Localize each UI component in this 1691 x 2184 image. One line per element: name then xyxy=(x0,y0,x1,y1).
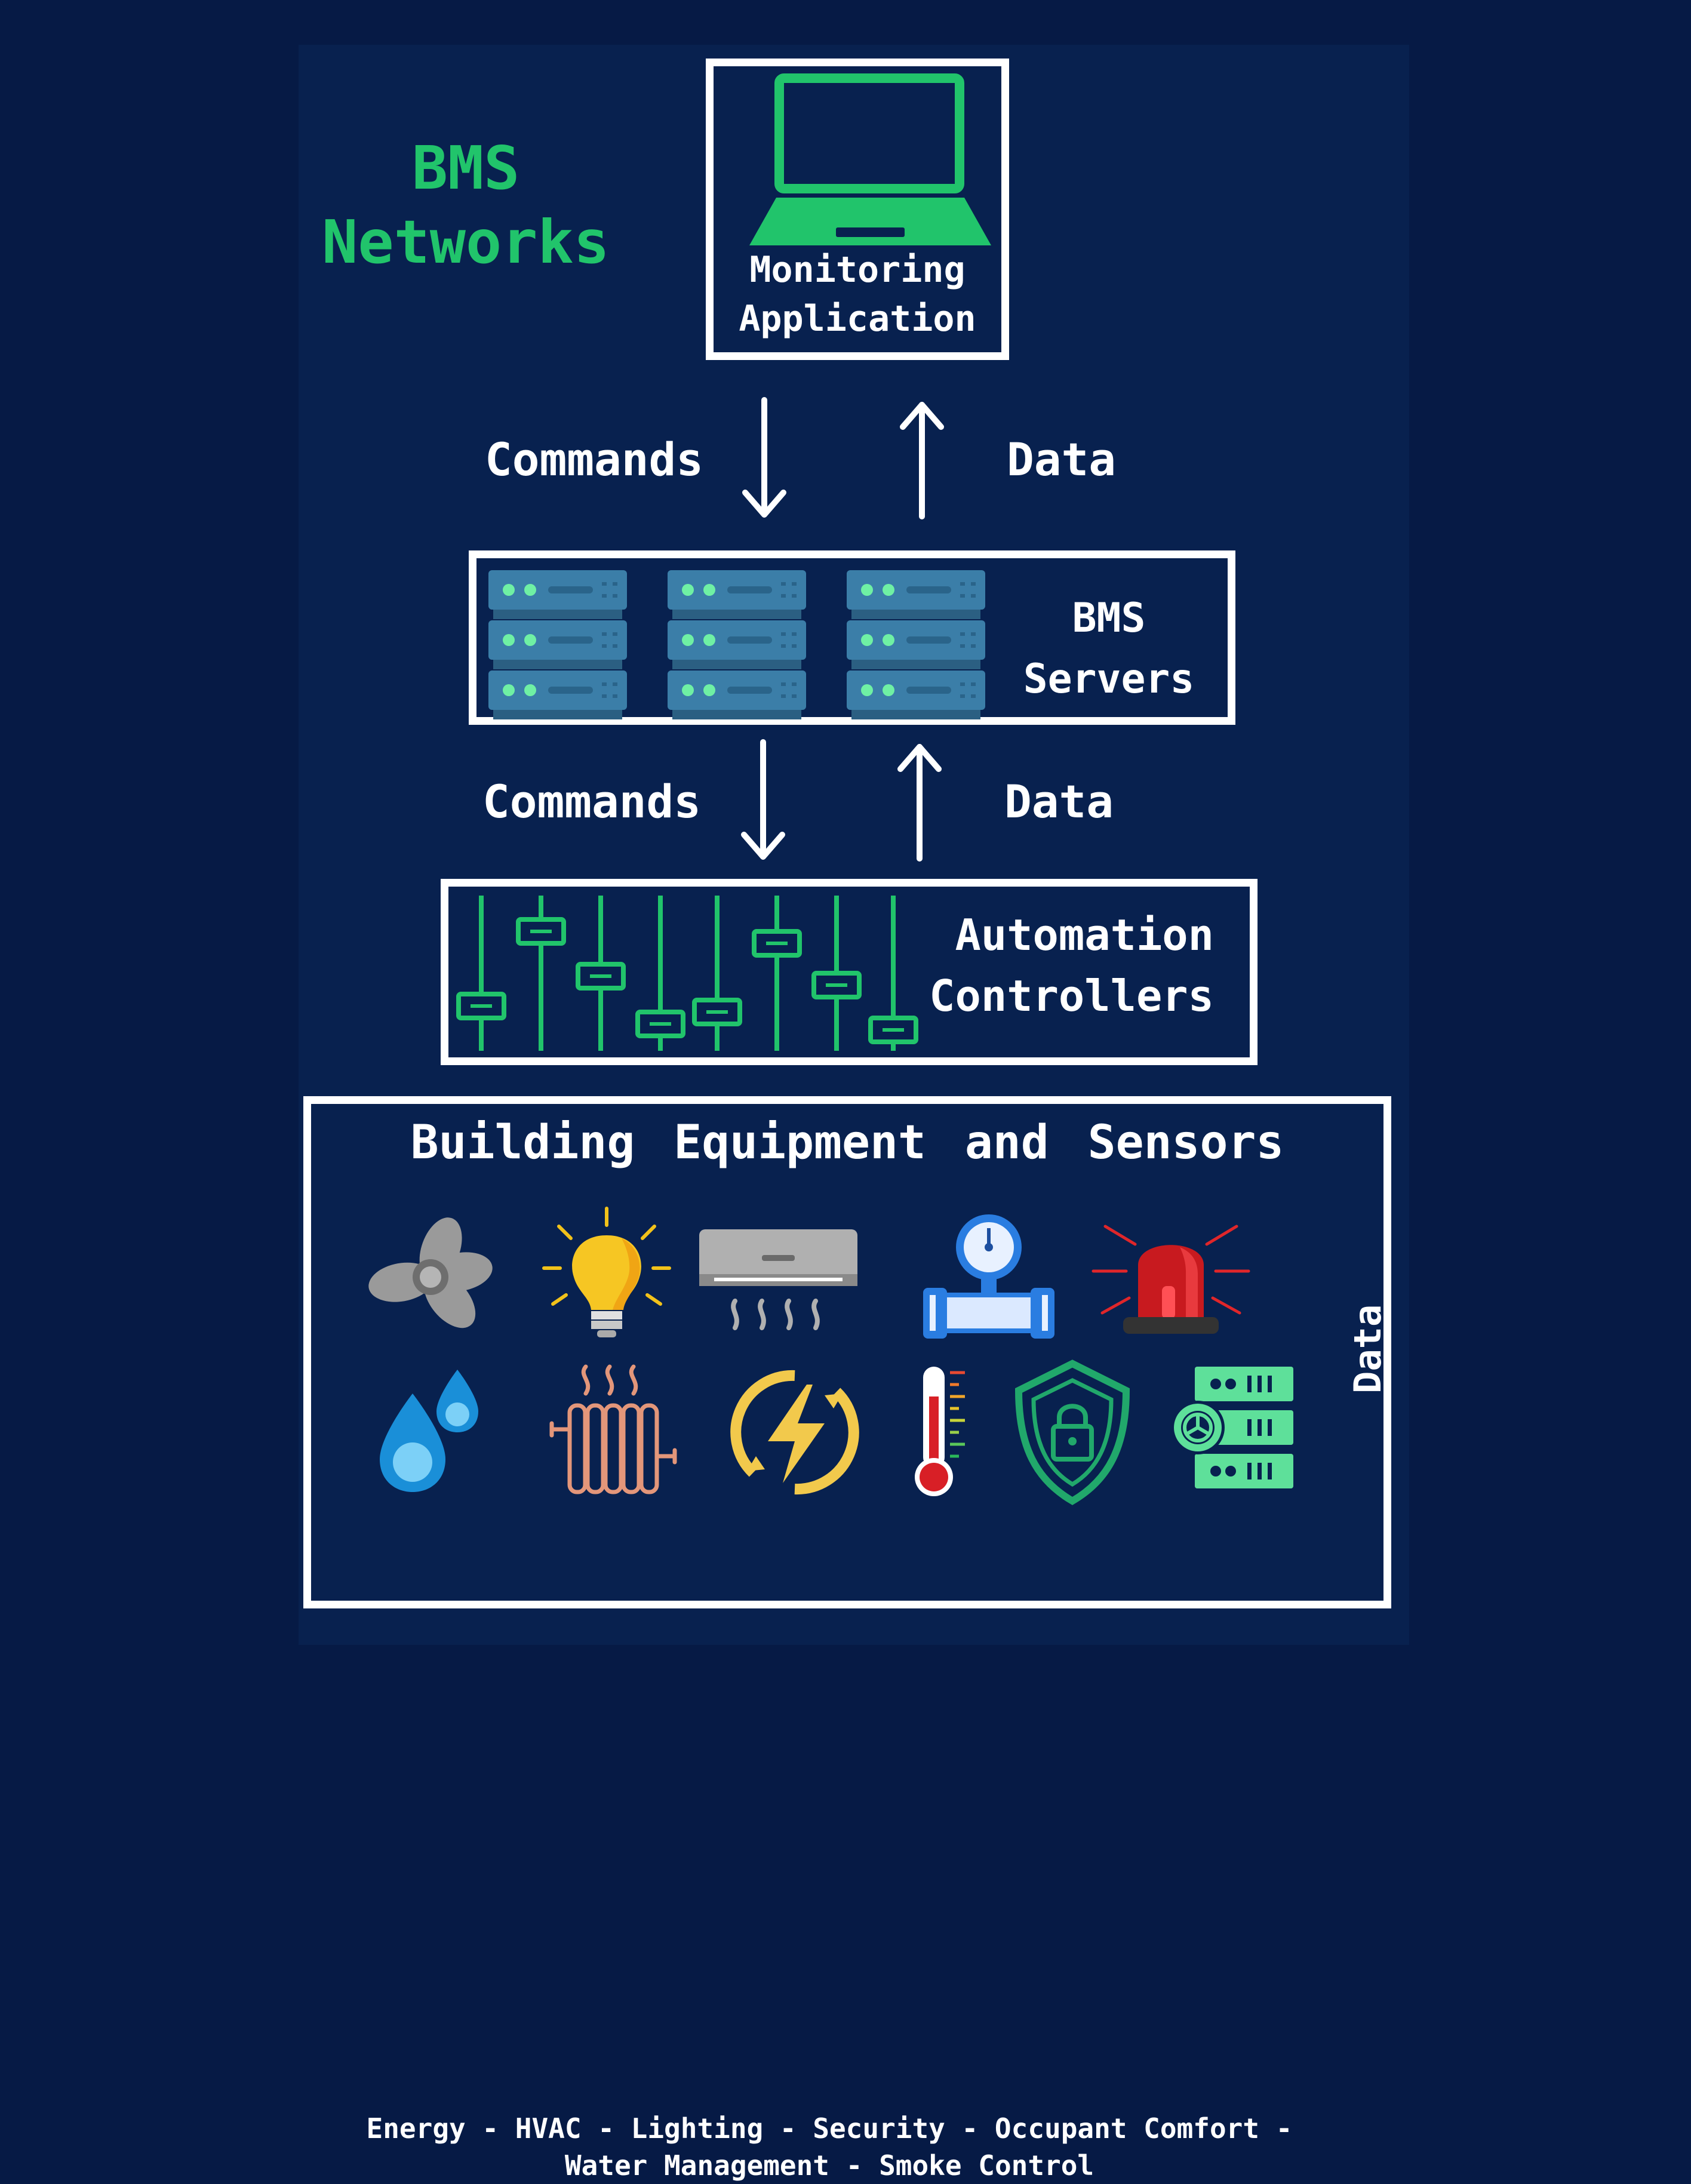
slider-fader xyxy=(868,896,918,1051)
data-label-top: Data xyxy=(1007,433,1117,486)
monitoring-application-label: Monitoring Application xyxy=(714,245,1001,343)
data-up-arrow-top xyxy=(900,402,944,519)
commands-down-arrow-mid xyxy=(741,739,785,860)
bms-servers-label: BMS Servers xyxy=(990,588,1228,710)
server-unit xyxy=(488,570,627,619)
commands-label-mid: Commands xyxy=(482,775,702,828)
server-unit xyxy=(668,620,806,669)
equipment-data-label: Data xyxy=(1346,1304,1389,1394)
automation-controllers-box: Automation Controllers xyxy=(441,879,1258,1065)
server-control-icon xyxy=(1171,1367,1293,1488)
equipment-categories: Energy - HVAC - Lighting - Security - Oc… xyxy=(311,2110,1348,2184)
server-unit xyxy=(847,670,985,719)
diagram-title: BMS Networks xyxy=(310,131,621,279)
slider-fader xyxy=(576,896,626,1051)
laptop-icon xyxy=(749,73,991,245)
server-unit xyxy=(668,670,806,719)
monitoring-label-line-2: Application xyxy=(739,298,976,340)
light-bulb-icon xyxy=(542,1207,671,1337)
data-up-arrow-mid xyxy=(897,744,942,862)
servers-label-line-2: Servers xyxy=(1023,656,1195,703)
slider-fader xyxy=(752,896,802,1051)
slider-fader xyxy=(456,896,506,1051)
data-label-mid: Data xyxy=(1004,775,1114,828)
title-line-2: Networks xyxy=(322,207,610,277)
automation-controllers-label: Automation Controllers xyxy=(902,905,1214,1026)
controller-sliders-icon xyxy=(456,896,918,1051)
fan-icon xyxy=(368,1217,493,1328)
equipment-categories-line-2: Water Management - Smoke Control xyxy=(564,2149,1094,2182)
server-racks xyxy=(488,570,985,719)
security-shield-icon xyxy=(1014,1359,1130,1505)
commands-down-arrow-top xyxy=(742,397,786,518)
water-drops-icon xyxy=(380,1370,478,1492)
server-unit xyxy=(847,570,985,619)
servers-label-line-1: BMS xyxy=(1072,595,1146,642)
bms-servers-box: BMS Servers xyxy=(469,550,1235,725)
commands-label-top: Commands xyxy=(485,433,704,486)
server-unit xyxy=(668,570,806,619)
controllers-label-line-1: Automation xyxy=(955,910,1214,960)
controllers-label-line-2: Controllers xyxy=(929,971,1214,1021)
thermometer-icon xyxy=(915,1367,965,1496)
monitoring-label-line-1: Monitoring xyxy=(749,249,966,291)
slider-fader xyxy=(635,896,685,1051)
pressure-gauge-pipe-icon xyxy=(923,1214,1054,1339)
air-conditioner-icon xyxy=(699,1229,857,1330)
monitoring-application-box: Monitoring Application xyxy=(706,59,1009,360)
slider-fader xyxy=(811,896,862,1051)
equipment-categories-line-1: Energy - HVAC - Lighting - Security - Oc… xyxy=(366,2112,1293,2145)
energy-bolt-icon xyxy=(730,1370,859,1495)
radiator-icon xyxy=(549,1364,677,1494)
server-unit xyxy=(488,670,627,719)
building-equipment-box: Building Equipment and Sensors Data xyxy=(303,1096,1391,2182)
alarm-siren-icon xyxy=(1092,1225,1250,1334)
slider-fader xyxy=(516,896,566,1051)
server-unit xyxy=(847,620,985,669)
server-unit xyxy=(488,620,627,669)
title-line-1: BMS xyxy=(411,133,520,203)
equipment-title: Building Equipment and Sensors xyxy=(410,1116,1284,1170)
slider-fader xyxy=(692,896,742,1051)
